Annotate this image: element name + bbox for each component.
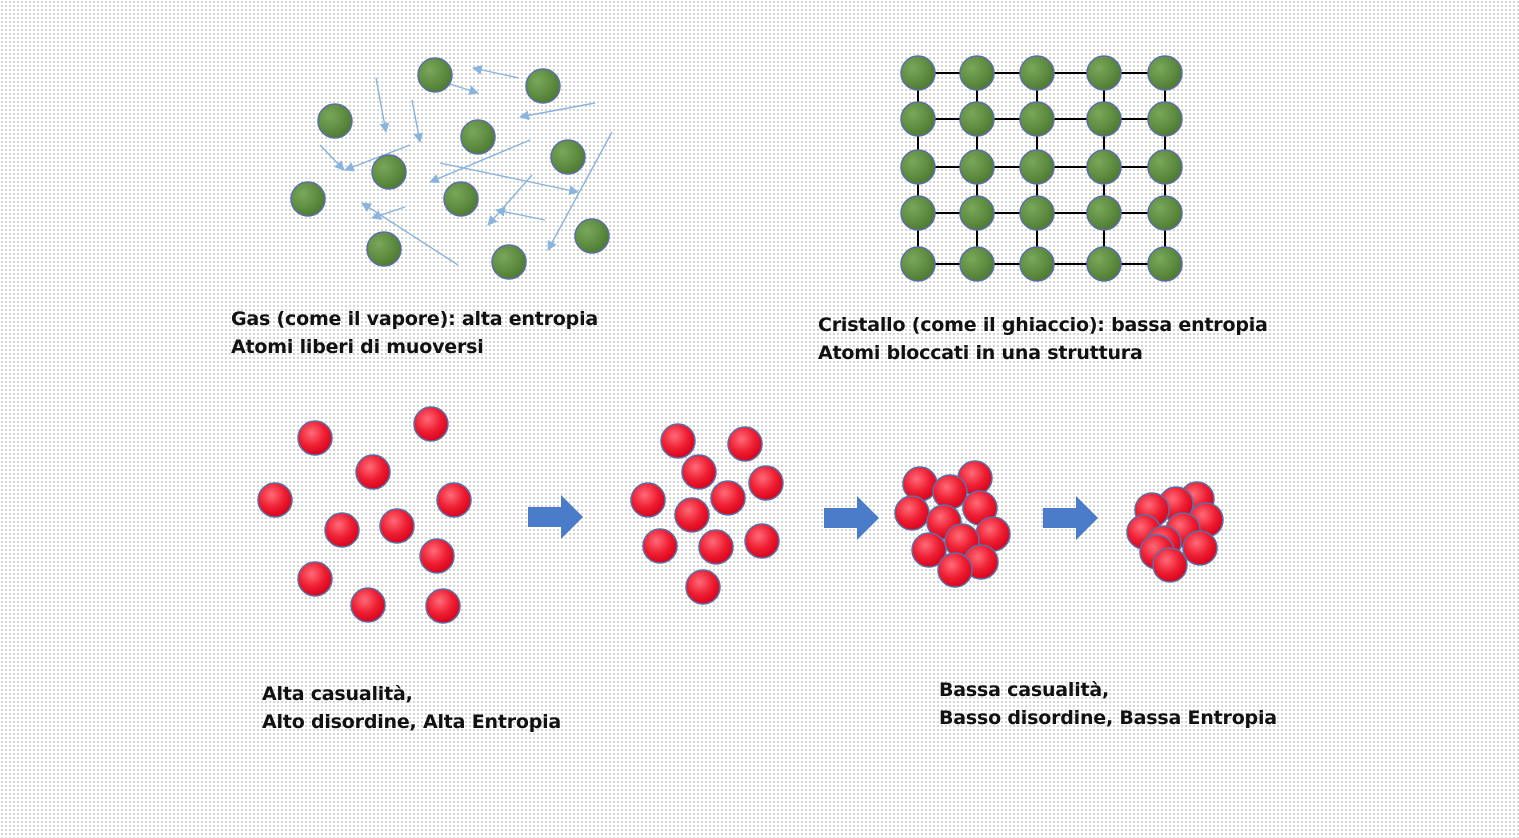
- motion-arrow-icon: [519, 102, 596, 121]
- process-arrow-icon: [1043, 496, 1098, 540]
- gas-atom: [443, 181, 479, 217]
- motion-arrow-icon: [371, 206, 406, 220]
- motion-arrow-icon: [375, 77, 390, 133]
- motion-arrow-icon: [472, 65, 520, 79]
- process-arrow-icon: [824, 496, 879, 540]
- gas-atom: [317, 103, 353, 139]
- red-atom: [660, 423, 696, 459]
- gas-caption: Gas (come il vapore): alta entropia Atom…: [231, 305, 598, 361]
- crystal-caption-line1: Cristallo (come il ghiaccio): bassa entr…: [818, 314, 1268, 336]
- crystal-atom: [1019, 149, 1055, 185]
- crystal-atom: [959, 101, 995, 137]
- crystal-atom: [1147, 101, 1183, 137]
- red-atom: [350, 587, 386, 623]
- high-entropy-caption-line1: Alta casualità,: [262, 683, 413, 705]
- motion-arrow-icon: [319, 144, 345, 171]
- high-entropy-caption: Alta casualità, Alto disordine, Alta Ent…: [262, 680, 561, 736]
- gas-atom: [290, 181, 326, 217]
- red-atom: [630, 482, 666, 518]
- crystal-atom: [1086, 246, 1122, 282]
- red-atom: [297, 420, 333, 456]
- red-atom: [413, 406, 449, 442]
- red-atom: [674, 497, 710, 533]
- red-atom: [911, 532, 947, 568]
- red-atom: [894, 495, 930, 531]
- red-atom: [681, 454, 717, 490]
- crystal-atom: [1019, 55, 1055, 91]
- red-atom: [710, 480, 746, 516]
- crystal-atom: [900, 101, 936, 137]
- red-atom: [257, 482, 293, 518]
- crystal-atom: [1147, 55, 1183, 91]
- red-atom: [379, 508, 415, 544]
- gas-atom: [491, 244, 527, 280]
- crystal-caption: Cristallo (come il ghiaccio): bassa entr…: [818, 311, 1268, 367]
- crystal-atom: [1086, 101, 1122, 137]
- red-atom: [744, 523, 780, 559]
- crystal-atom: [1019, 195, 1055, 231]
- gas-atom: [460, 119, 496, 155]
- gas-caption-line2: Atomi liberi di muoversi: [231, 336, 484, 358]
- gas-caption-line1: Gas (come il vapore): alta entropia: [231, 308, 598, 330]
- crystal-atom: [1019, 101, 1055, 137]
- red-atom: [748, 465, 784, 501]
- gas-atom: [525, 68, 561, 104]
- red-atom: [1182, 530, 1218, 566]
- high-entropy-caption-line2: Alto disordine, Alta Entropia: [262, 711, 562, 733]
- crystal-caption-line2: Atomi bloccati in una struttura: [818, 342, 1143, 364]
- low-entropy-caption-line1: Bassa casualità,: [939, 679, 1110, 701]
- red-atom: [937, 552, 973, 588]
- crystal-atom: [1019, 246, 1055, 282]
- red-atom: [698, 529, 734, 565]
- crystal-atom: [1147, 195, 1183, 231]
- crystal-atom: [959, 246, 995, 282]
- crystal-atom: [1147, 246, 1183, 282]
- red-atom: [425, 588, 461, 624]
- red-atom: [685, 569, 721, 605]
- low-entropy-caption-line2: Basso disordine, Bassa Entropia: [939, 707, 1277, 729]
- crystal-atom: [959, 55, 995, 91]
- red-atom: [642, 528, 678, 564]
- crystal-atom: [900, 149, 936, 185]
- red-atom: [419, 538, 455, 574]
- red-atom: [1152, 547, 1188, 583]
- motion-arrow-icon: [495, 206, 546, 221]
- atoms-layer: [257, 55, 1224, 624]
- crystal-atom: [959, 195, 995, 231]
- motion-arrow-icon: [411, 99, 424, 143]
- red-atom: [932, 474, 968, 510]
- gas-atom: [550, 139, 586, 175]
- crystal-atom: [1147, 149, 1183, 185]
- red-atom: [727, 426, 763, 462]
- motion-arrow-icon: [439, 162, 579, 195]
- low-entropy-caption: Bassa casualità, Basso disordine, Bassa …: [939, 676, 1277, 732]
- crystal-atom: [900, 55, 936, 91]
- gas-atom: [366, 231, 402, 267]
- crystal-atom: [1086, 149, 1122, 185]
- motion-arrow-icon: [429, 139, 531, 184]
- red-atom: [436, 482, 472, 518]
- gas-atom: [417, 57, 453, 93]
- process-arrows: [528, 495, 1098, 540]
- gas-atom: [574, 218, 610, 254]
- motion-arrow-icon: [344, 144, 411, 172]
- crystal-atom: [900, 246, 936, 282]
- red-atom: [297, 561, 333, 597]
- process-arrow-icon: [528, 495, 583, 539]
- crystal-atom: [900, 195, 936, 231]
- motion-arrow-icon: [487, 174, 533, 226]
- red-atom: [355, 454, 391, 490]
- motion-arrow-icon: [547, 131, 613, 251]
- crystal-atom: [959, 149, 995, 185]
- gas-atom: [371, 154, 407, 190]
- red-atom: [324, 512, 360, 548]
- crystal-atom: [1086, 55, 1122, 91]
- crystal-atom: [1086, 195, 1122, 231]
